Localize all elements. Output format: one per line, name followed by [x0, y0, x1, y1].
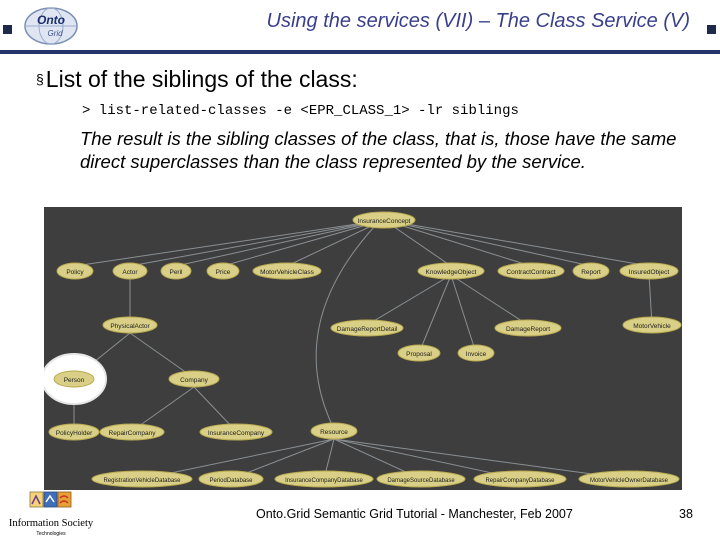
- slide-title: Using the services (VII) – The Class Ser…: [266, 10, 690, 32]
- svg-text:Person: Person: [64, 377, 85, 384]
- node-damage-report: DamageReport: [494, 319, 562, 337]
- svg-text:KnowledgeObject: KnowledgeObject: [426, 269, 477, 276]
- svg-text:Company: Company: [180, 377, 209, 384]
- node-motor-vehicle-class: MotorVehicleClass: [252, 262, 322, 280]
- node-motor-vehicle-owner-database: MotorVehicleOwnerDatabase: [578, 470, 680, 488]
- svg-text:DamageSourceDatabase: DamageSourceDatabase: [387, 478, 455, 484]
- svg-text:RegistrationVehicleDatabase: RegistrationVehicleDatabase: [103, 478, 181, 484]
- node-insurance-company: InsuranceCompany: [199, 423, 273, 441]
- result-paragraph: The result is the sibling classes of the…: [80, 128, 677, 172]
- node-knowledge-object: KnowledgeObject: [417, 262, 485, 280]
- svg-text:ContractContract: ContractContract: [506, 269, 555, 276]
- node-repair-company-database: RepairCompanyDatabase: [473, 470, 567, 488]
- node-damage-report-detail: DamageReportDetail: [330, 319, 404, 337]
- bullet-marker: §: [36, 71, 44, 87]
- bullet-text: List of the siblings of the class:: [45, 66, 358, 92]
- node-resource: Resource: [310, 422, 358, 440]
- svg-text:Resource: Resource: [320, 429, 348, 436]
- node-period-database: PeriodDatabase: [198, 470, 264, 488]
- node-contract-contract: ContractContract: [497, 262, 565, 280]
- page-number: 38: [679, 507, 693, 521]
- svg-text:PolicyHolder: PolicyHolder: [56, 430, 93, 437]
- information-society-logo: Information Society Technologies: [4, 490, 98, 538]
- footer-brand: Information Society: [9, 518, 94, 529]
- node-insurance-company-database: InsuranceCompanyDatabase: [274, 470, 374, 488]
- svg-text:MotorVehicle: MotorVehicle: [633, 323, 671, 330]
- class-hierarchy-diagram: InsuranceConcept Policy Actor Peril Pric…: [41, 207, 682, 490]
- svg-text:InsuranceCompany: InsuranceCompany: [208, 430, 265, 437]
- node-actor: Actor: [112, 262, 148, 280]
- svg-text:RepairCompanyDatabase: RepairCompanyDatabase: [485, 478, 555, 484]
- node-insurance-concept: InsuranceConcept: [352, 211, 416, 229]
- svg-text:Report: Report: [581, 269, 601, 276]
- command-line: > list-related-classes -e <EPR_CLASS_1> …: [82, 103, 519, 119]
- node-company: Company: [168, 370, 220, 388]
- node-physical-actor: PhysicalActor: [102, 316, 158, 334]
- node-registration-vehicle-database: RegistrationVehicleDatabase: [91, 470, 193, 488]
- footer-text: Onto.Grid Semantic Grid Tutorial - Manch…: [256, 507, 573, 521]
- svg-text:Actor: Actor: [122, 269, 138, 276]
- svg-text:DamageReport: DamageReport: [506, 326, 550, 333]
- logo-text-bottom: Grid: [47, 29, 63, 38]
- corner-square-left: [3, 25, 12, 34]
- svg-text:InsuranceConcept: InsuranceConcept: [358, 218, 411, 225]
- svg-text:Invoice: Invoice: [466, 351, 487, 358]
- node-policy: Policy: [56, 262, 94, 280]
- node-damage-source-database: DamageSourceDatabase: [376, 470, 466, 488]
- title-rule: [0, 50, 720, 54]
- svg-text:RepairCompany: RepairCompany: [109, 430, 157, 437]
- footer-brand-sub: Technologies: [36, 531, 66, 537]
- node-peril: Peril: [160, 262, 192, 280]
- svg-text:MotorVehicleClass: MotorVehicleClass: [260, 269, 315, 276]
- svg-text:Policy: Policy: [66, 269, 84, 276]
- diagram-edges: [73, 219, 653, 480]
- node-insured-object: InsuredObject: [619, 262, 679, 280]
- node-person: Person: [53, 370, 95, 388]
- svg-text:InsuranceCompanyDatabase: InsuranceCompanyDatabase: [285, 478, 363, 484]
- svg-text:PhysicalActor: PhysicalActor: [110, 323, 150, 330]
- bullet-item: §List of the siblings of the class:: [36, 66, 358, 93]
- svg-text:MotorVehicleOwnerDatabase: MotorVehicleOwnerDatabase: [590, 478, 669, 484]
- node-invoice: Invoice: [457, 344, 495, 362]
- node-report: Report: [572, 262, 610, 280]
- svg-text:InsuredObject: InsuredObject: [629, 269, 670, 276]
- node-policy-holder: PolicyHolder: [48, 423, 100, 441]
- logo-text-top: Onto: [37, 13, 65, 27]
- ontogrid-logo: Onto Grid: [22, 5, 80, 47]
- node-price: Price: [206, 262, 240, 280]
- svg-text:PeriodDatabase: PeriodDatabase: [209, 478, 253, 484]
- svg-text:Peril: Peril: [169, 269, 183, 276]
- svg-text:Price: Price: [216, 269, 231, 276]
- node-proposal: Proposal: [397, 344, 441, 362]
- node-motor-vehicle: MotorVehicle: [622, 316, 682, 334]
- svg-text:Proposal: Proposal: [406, 351, 432, 358]
- svg-text:DamageReportDetail: DamageReportDetail: [337, 326, 398, 333]
- corner-square-right: [707, 25, 716, 34]
- node-repair-company: RepairCompany: [99, 423, 165, 441]
